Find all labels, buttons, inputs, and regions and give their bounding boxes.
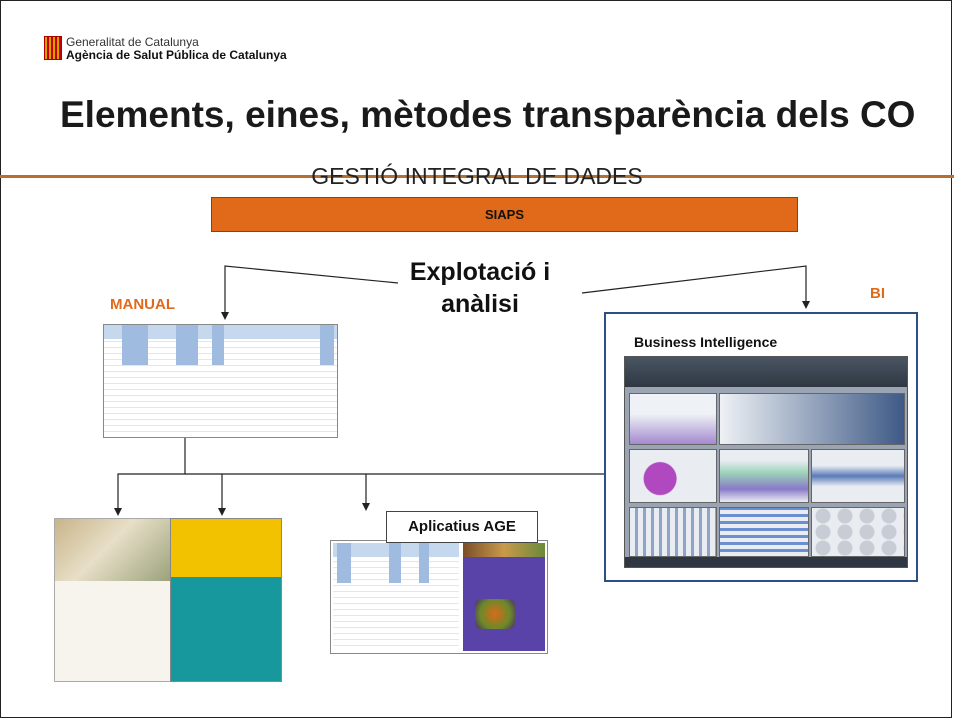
org-name-line2: Agència de Salut Pública de Catalunya <box>66 48 287 62</box>
bi-title: Business Intelligence <box>634 334 778 350</box>
generalitat-logo-icon <box>44 36 62 60</box>
org-name-line1: Generalitat de Catalunya <box>66 35 199 49</box>
manual-spreadsheet-image <box>103 324 338 438</box>
report-cover-image-2 <box>170 518 282 682</box>
age-apps-label: Aplicatius AGE <box>386 511 538 543</box>
bi-dashboard-image <box>624 356 908 568</box>
bi-label: BI <box>870 285 885 302</box>
siaps-bar: SIAPS <box>211 197 798 232</box>
report-cover-image-1 <box>54 518 172 682</box>
slide-title: Elements, eines, mètodes transparència d… <box>60 94 916 135</box>
bi-frame: Business Intelligence <box>604 312 918 582</box>
title-divider <box>0 175 954 178</box>
manual-label: MANUAL <box>110 296 175 313</box>
section-subtitle: GESTIÓ INTEGRAL DE DADES <box>311 163 643 189</box>
explotacio-label: Explotació i anàlisi <box>409 258 551 318</box>
age-apps-image <box>330 540 548 654</box>
